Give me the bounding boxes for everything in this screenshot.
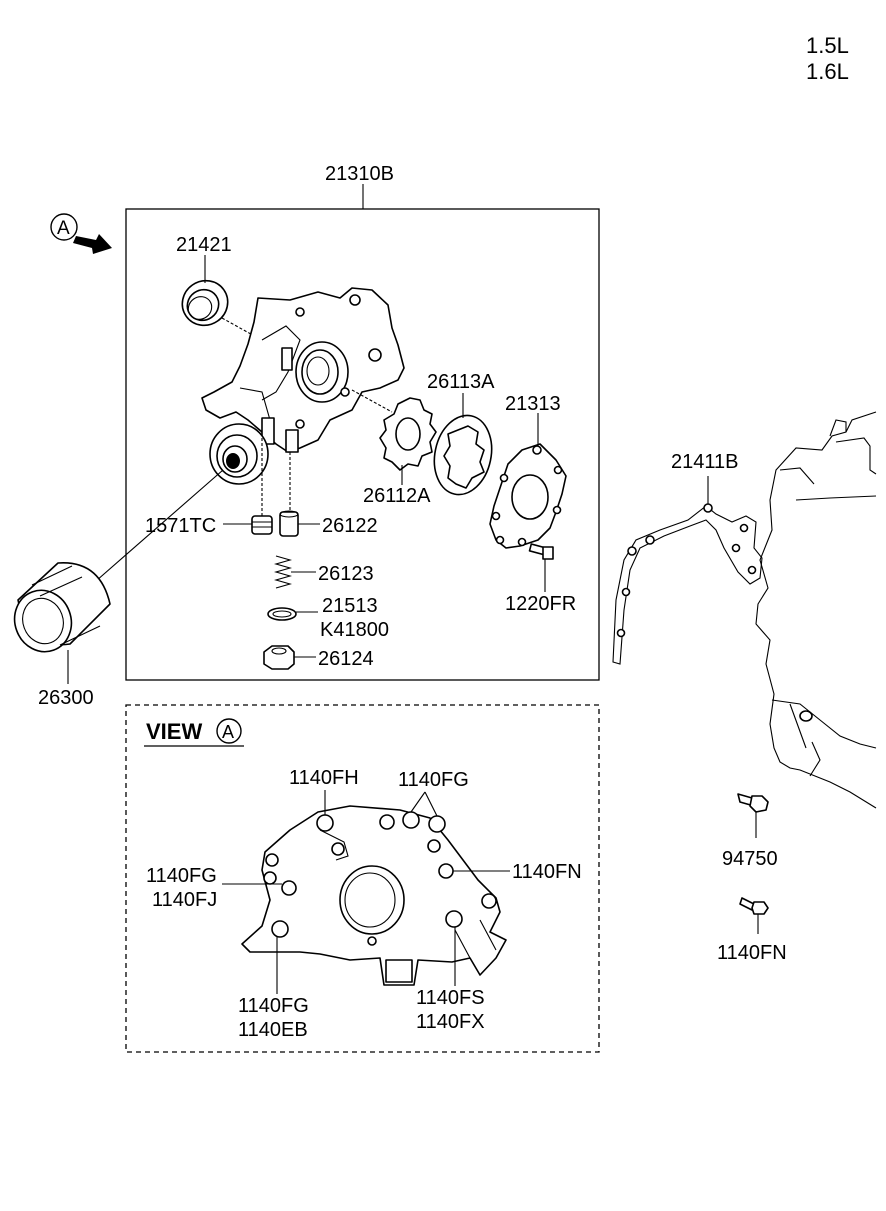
spring-26123 [273,555,293,589]
oil-filter-26300 [13,562,111,653]
label-case-gasket: 21411B [671,451,738,473]
label-oil-filter: 26300 [38,687,94,709]
label-outer-rotor: 26113A [427,371,495,393]
pump-drive-hub [209,423,269,485]
label-stud: 94750 [722,848,778,870]
plunger-26122 [279,510,299,537]
plug-26124 [263,645,295,670]
label-view-fg-bottom: 1140FG [238,995,309,1017]
label-view-eb: 1140EB [238,1019,308,1041]
gasket-21513 [267,607,297,621]
label-seal: 21421 [176,234,232,256]
bolt-1140FN [739,897,769,915]
view-a-title: VIEW A [144,718,244,747]
label-inner-rotor: 26112A [363,485,431,507]
screw-1220FR [528,543,554,560]
label-relief-spring: 26123 [318,563,374,585]
engine-label-2: 1.6L [806,59,849,84]
svg-text:VIEW: VIEW [146,719,202,744]
label-bolt-right: 1140FN [717,942,787,964]
label-plug: 26124 [318,648,374,670]
plug-1571TC [251,515,273,535]
view-a-timing-cover [241,805,507,986]
view-a-box [125,704,600,1053]
label-view-fg-left: 1140FG [146,865,217,887]
pump-cover-21313 [489,443,567,549]
label-view-fx: 1140FX [416,1011,485,1033]
view-a-marker: A [50,213,112,254]
label-oil-pump-assy: 21310B [325,163,394,185]
engine-label-1: 1.5L [806,33,849,58]
oil-pump-body [201,287,405,453]
svg-text:A: A [222,722,234,742]
label-gasket-2: K41800 [320,619,389,641]
label-pump-cover: 21313 [505,393,561,415]
svg-text:A: A [57,218,70,239]
label-view-fs: 1140FS [416,987,485,1009]
label-relief-plunger-plug: 1571TC [145,515,216,537]
label-relief-plunger: 26122 [322,515,378,537]
label-gasket-1: 21513 [322,595,378,617]
label-view-fg-top: 1140FG [398,769,469,791]
case-gasket-21411B [612,503,763,665]
label-cover-screw: 1220FR [505,593,576,615]
engine-block [755,411,877,809]
stud-94750 [737,793,769,813]
label-view-fh: 1140FH [289,767,359,789]
label-view-fn: 1140FN [512,861,582,883]
label-view-fj: 1140FJ [152,889,217,911]
outer-rotor-26113A [433,414,493,496]
inner-rotor-26112A [379,397,437,471]
oil-seal-21421 [181,279,229,327]
